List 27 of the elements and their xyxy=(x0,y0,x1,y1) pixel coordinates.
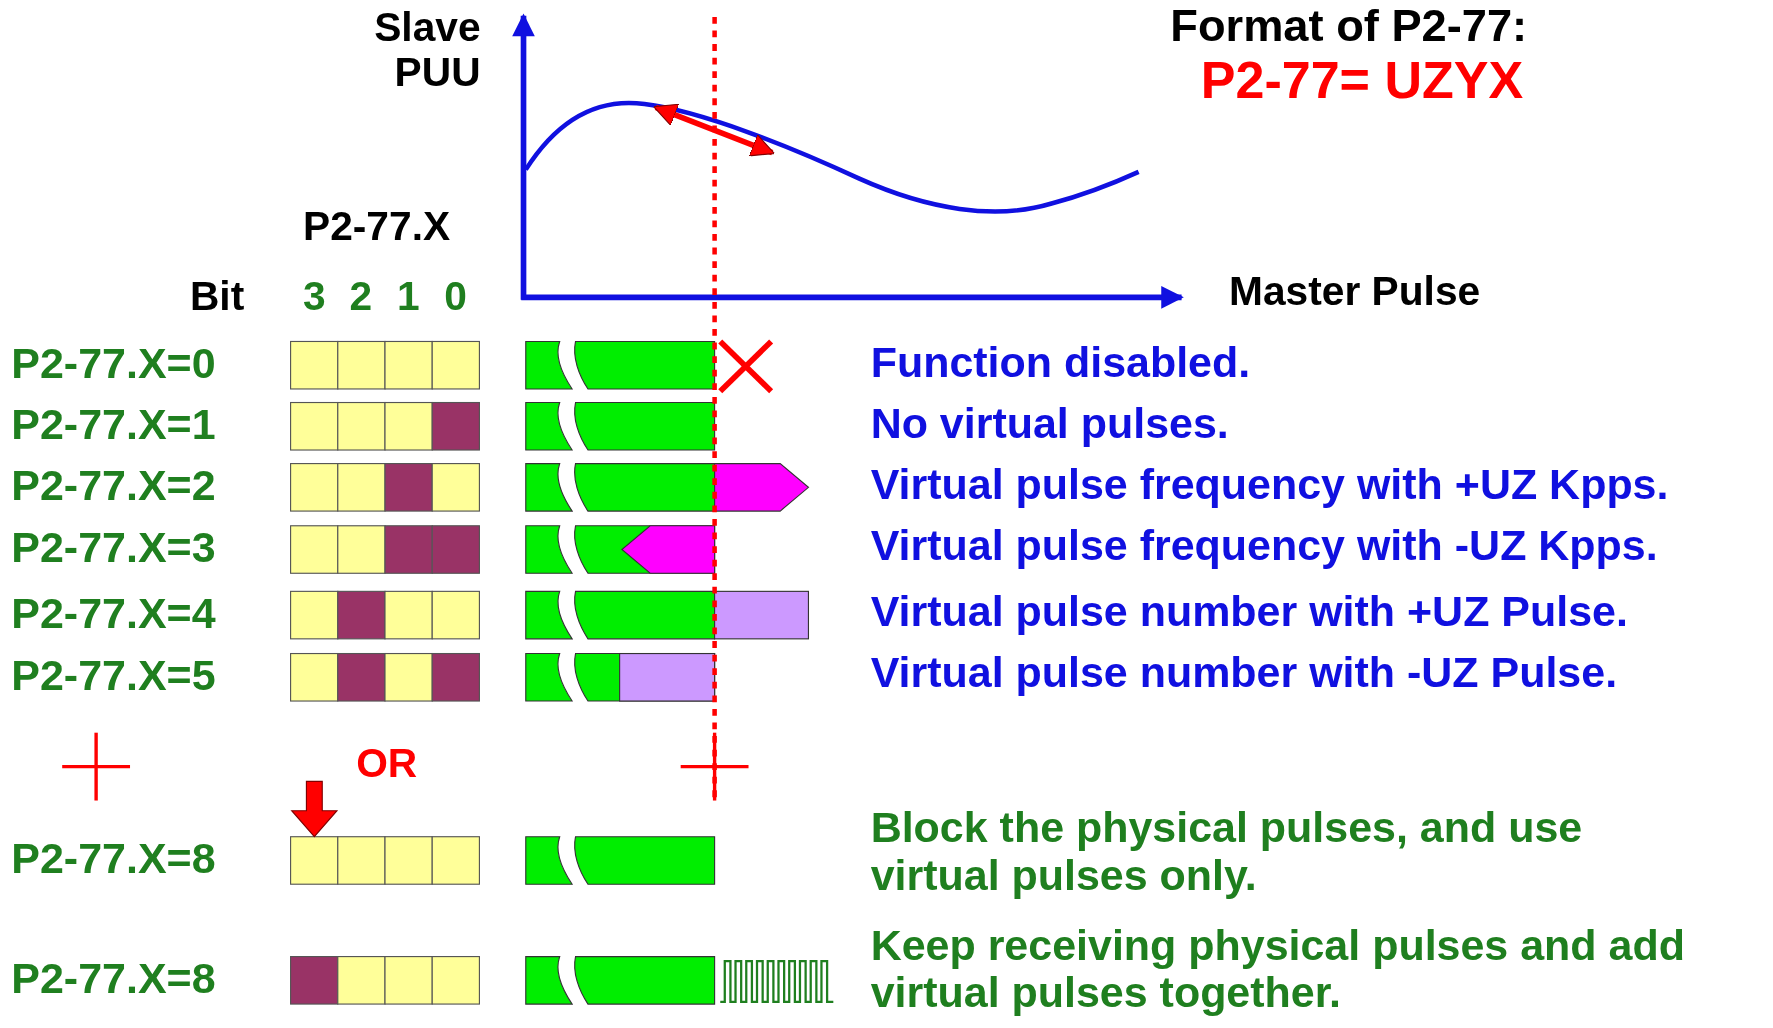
parameter-label: P2-77.X=0 xyxy=(11,340,216,388)
row-heading: Bit xyxy=(189,273,245,319)
operator-text: OR xyxy=(356,740,418,786)
description-text: Function disabled. xyxy=(870,339,1251,387)
parameter-label: P2-77.X=5 xyxy=(11,652,216,700)
description-text: Virtual pulse number with +UZ Pulse. xyxy=(870,589,1628,637)
bit-number: 1 xyxy=(396,273,420,319)
formula-text: P2-77= UZYX xyxy=(1200,52,1524,110)
description-text: Virtual pulse number with -UZ Pulse. xyxy=(870,650,1618,698)
parameter-label: P2-77.X xyxy=(303,203,451,249)
parameter-label: P2-77.X=4 xyxy=(11,590,216,638)
description-text: Virtual pulse frequency with -UZ Kpps. xyxy=(870,522,1658,570)
parameter-label: P2-77.X=8 xyxy=(11,835,216,883)
bit-number: 0 xyxy=(444,273,467,319)
description-text: Block the physical pulses, and use virtual pulses only. xyxy=(870,805,1584,900)
description-text: Keep receiving physical pulses and add virtual pulses together. xyxy=(870,922,1686,1018)
title: Format of P2-77: xyxy=(1170,0,1528,50)
parameter-label: P2-77.X=1 xyxy=(11,401,216,449)
axis-label: Master Pulse xyxy=(1229,269,1481,314)
description-text: No virtual pulses. xyxy=(870,400,1229,448)
parameter-label: P2-77.X=3 xyxy=(11,524,216,572)
bit-number: 2 xyxy=(349,273,373,319)
parameter-label: P2-77.X=2 xyxy=(11,462,216,510)
axis-label: Slave PUU xyxy=(373,4,481,95)
description-text: Virtual pulse frequency with +UZ Kpps. xyxy=(870,461,1669,509)
parameter-label: P2-77.X=8 xyxy=(11,955,216,1003)
bit-number: 3 xyxy=(303,273,326,319)
